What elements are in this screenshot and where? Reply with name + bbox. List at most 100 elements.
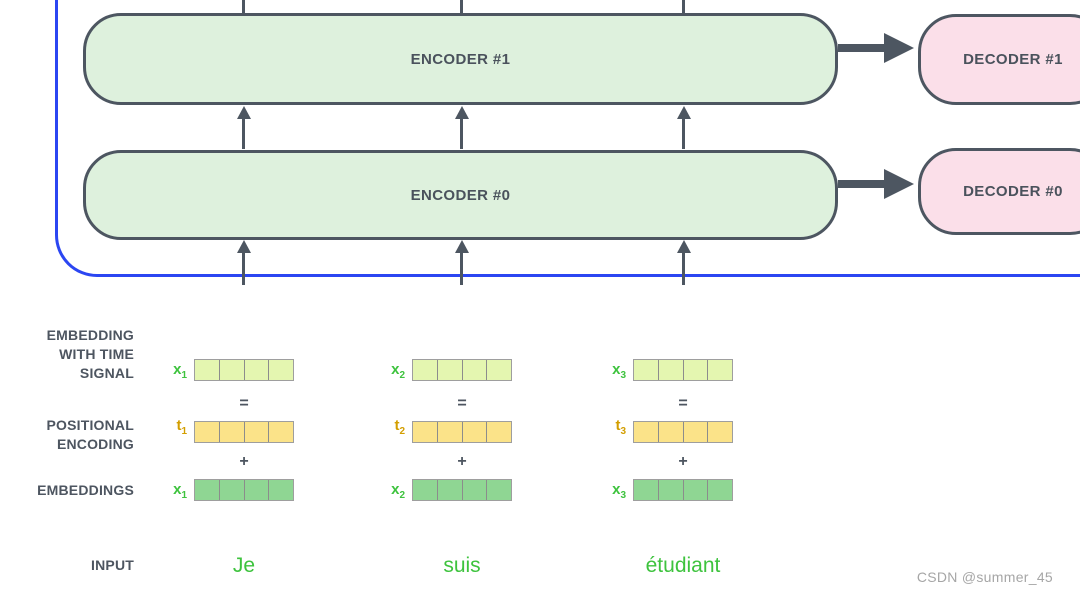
embedding-column-1: x1 = t1 + x1 Je [134,350,354,596]
vector-cell [195,360,219,380]
input-row-label: INPUT [14,556,134,575]
time-signal-vector-label: x3 [573,362,626,384]
vector-cell [243,360,269,380]
encoder-1-block: ENCODER #1 [83,13,838,105]
time-signal-row-label-line2: WITH TIME [59,346,134,362]
var-subscript: 3 [620,426,626,437]
positional-vector-label: t3 [573,418,626,440]
vector-cell [218,422,244,442]
time-signal-row-label-line3: SIGNAL [79,365,134,381]
var-subscript: 1 [181,490,187,501]
enc0-to-enc1-arrow-shaft-2 [460,117,463,149]
positional-row-label-line1: POSITIONAL [46,417,134,433]
vector-cell [218,480,244,500]
input-word: suis [443,554,481,577]
input-to-enc0-arrow-shaft-3 [682,251,685,285]
var-letter: x [391,481,400,498]
input-to-enc0-arrow-head-3 [677,240,691,253]
vector-cell [195,480,219,500]
vector-cell [657,480,683,500]
watermark: CSDN @summer_45 [916,569,1053,585]
positional-encoding-vector [412,421,512,443]
embeddings-row-label: EMBEDDINGS [14,481,134,500]
var-subscript: 2 [399,370,405,381]
var-subscript: 2 [399,490,405,501]
encoder-0-block: ENCODER #0 [83,150,838,240]
equals-operator: = [239,395,249,412]
var-letter: x [612,481,621,498]
decoder-0-block: DECODER #0 [918,148,1080,235]
positional-vector-label: t2 [352,418,405,440]
vector-cell [243,480,269,500]
time-signal-vector [633,359,733,381]
embedding-vector [194,479,294,501]
vector-cell [461,480,487,500]
vector-cell [486,480,511,500]
decoder-1-label: DECODER #1 [963,51,1063,68]
encoder-output-line-1 [242,0,245,15]
var-subscript: 2 [399,426,405,437]
embedding-vector-label: x2 [352,482,405,504]
decoder-0-label: DECODER #0 [963,183,1063,200]
vector-cell [436,480,462,500]
positional-encoding-vector [194,421,294,443]
vector-cell [707,480,732,500]
enc0-to-enc1-arrow-head-3 [677,106,691,119]
encoder-stack-highlight-frame [55,0,1080,277]
encoder1-to-decoder1-arrow-head [884,33,914,63]
input-word: étudiant [645,554,721,577]
time-signal-row-label: EMBEDDING WITH TIME SIGNAL [14,326,134,383]
input-word: Je [232,554,256,577]
positional-encoding-row-label: POSITIONAL ENCODING [14,416,134,454]
input-to-enc0-arrow-head-2 [455,240,469,253]
vector-cell [657,360,683,380]
plus-operator: + [678,453,688,470]
enc0-to-enc1-arrow-head-2 [455,106,469,119]
time-signal-row-label-line1: EMBEDDING [46,327,134,343]
var-letter: t [615,417,621,434]
enc0-to-enc1-arrow-head-1 [237,106,251,119]
embeddings-row-label-text: EMBEDDINGS [37,482,134,498]
input-to-enc0-arrow-shaft-1 [242,251,245,285]
vector-cell [707,360,732,380]
input-to-enc0-arrow-head-1 [237,240,251,253]
vector-cell [634,480,658,500]
vector-cell [243,422,269,442]
var-letter: x [612,361,621,378]
vector-cell [682,480,708,500]
encoder-output-line-3 [682,0,685,15]
time-signal-vector-label: x1 [134,362,187,384]
var-subscript: 1 [181,370,187,381]
var-letter: t [394,417,400,434]
vector-cell [268,360,293,380]
vector-cell [436,422,462,442]
time-signal-vector [412,359,512,381]
vector-cell [486,422,511,442]
encoder1-to-decoder1-arrow-shaft [838,44,886,52]
var-subscript: 3 [620,490,626,501]
equals-operator: = [457,395,467,412]
vector-cell [413,422,437,442]
plus-operator: + [239,453,249,470]
equals-operator: = [678,395,688,412]
vector-cell [195,422,219,442]
vector-cell [218,360,244,380]
input-to-enc0-arrow-shaft-2 [460,251,463,285]
vector-cell [657,422,683,442]
plus-operator: + [457,453,467,470]
embedding-vector [633,479,733,501]
embedding-column-2: x2 = t2 + x2 suis [352,350,572,596]
embedding-vector-label: x1 [134,482,187,504]
vector-cell [682,360,708,380]
input-row-label-text: INPUT [91,557,134,573]
encoder-output-line-2 [460,0,463,15]
vector-cell [413,480,437,500]
vector-cell [634,422,658,442]
vector-cell [461,422,487,442]
time-signal-vector [194,359,294,381]
embedding-vector-label: x3 [573,482,626,504]
encoder-1-label: ENCODER #1 [410,50,511,68]
vector-cell [436,360,462,380]
var-letter: x [391,361,400,378]
